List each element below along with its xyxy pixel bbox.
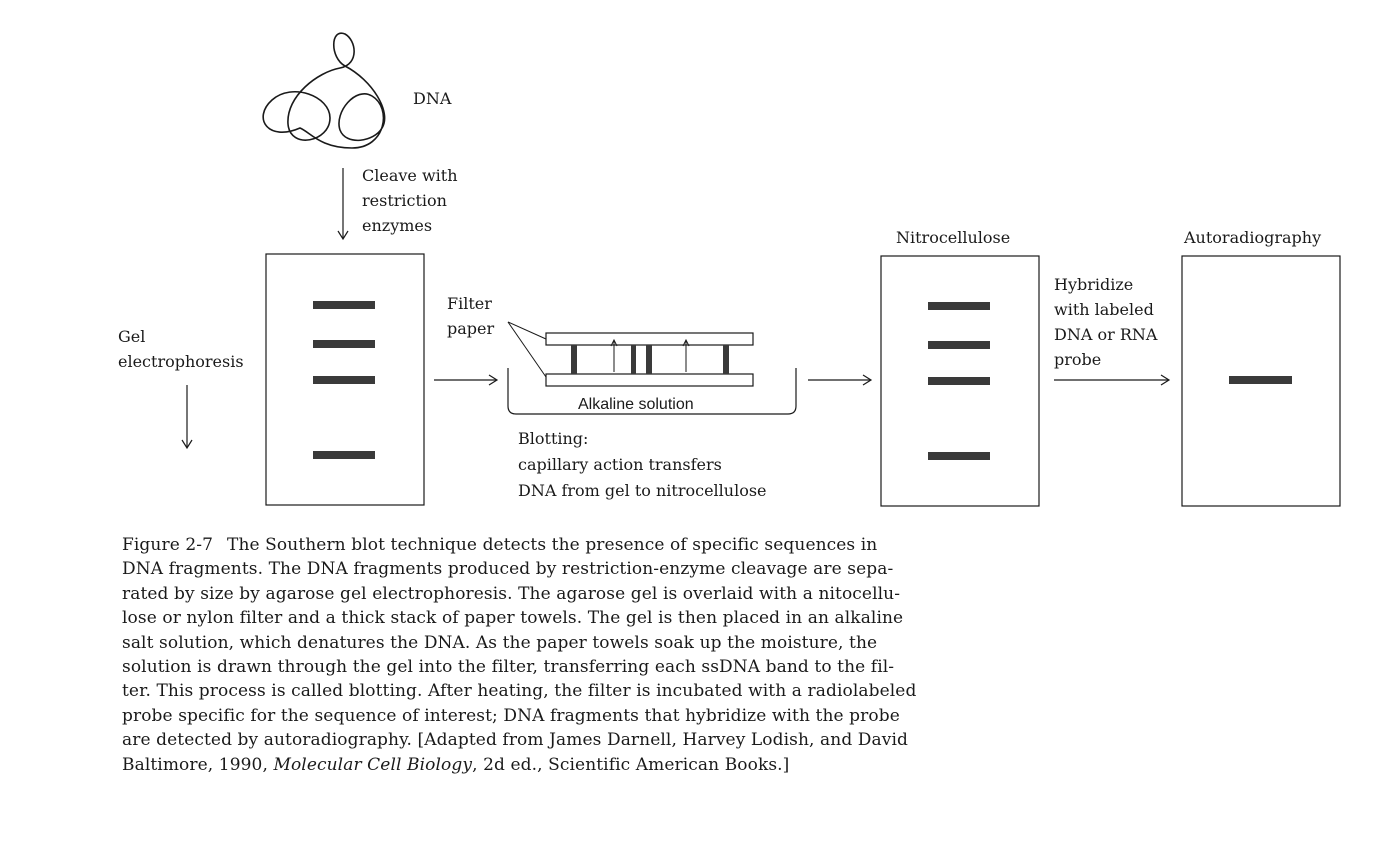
- gel-label-1: Gel: [118, 327, 145, 346]
- autoradiography-box: [1181, 255, 1341, 507]
- gel-box: [265, 253, 425, 506]
- cleave-label-1: Cleave with: [362, 166, 458, 185]
- caption-line: ter. This process is called blotting. Af…: [122, 681, 917, 702]
- caption-line: lose or nylon filter and a thick stack o…: [122, 608, 904, 629]
- caption-line: rated by size by agarose gel electrophor…: [122, 583, 901, 604]
- transfer-band: [631, 345, 636, 374]
- nitro-band: [928, 302, 990, 310]
- nitrocellulose-bands: [928, 302, 990, 460]
- transfer-band: [571, 345, 577, 374]
- filter-label-1: Filter: [447, 294, 492, 313]
- blotting-apparatus: [507, 332, 797, 415]
- hybridize-label-4: probe: [1054, 350, 1101, 369]
- book-title: Molecular Cell Biology: [273, 754, 473, 775]
- nitro-band: [928, 377, 990, 385]
- autoradiography-band: [1229, 376, 1292, 384]
- gel-down-arrow: [181, 385, 193, 450]
- nitrocellulose-title: Nitrocellulose: [896, 228, 1010, 247]
- alkaline-label: Alkaline solution: [578, 396, 694, 413]
- dna-coil: [262, 32, 386, 149]
- autoradiography-title: Autoradiography: [1183, 228, 1321, 247]
- caption-line: salt solution, which denatures the DNA. …: [122, 632, 878, 653]
- gel-bands: [313, 301, 375, 459]
- filter-paper-bottom: [545, 373, 754, 387]
- arrow-to-blotting: [434, 374, 499, 386]
- nitro-band: [928, 452, 990, 460]
- blotting-label-3: DNA from gel to nitrocellulose: [518, 481, 767, 500]
- blotting-label-1: Blotting:: [518, 429, 588, 448]
- cleave-arrow: [337, 168, 349, 241]
- blotting-label-2: capillary action transfers: [518, 455, 722, 474]
- cleave-label-3: enzymes: [362, 216, 432, 235]
- hybridize-label-1: Hybridize: [1054, 275, 1133, 294]
- gel-label-2: electrophoresis: [118, 352, 244, 371]
- gel-band: [313, 451, 375, 459]
- gel-band: [313, 301, 375, 309]
- filter-paper-top: [545, 332, 754, 346]
- hybridize-label-3: DNA or RNA: [1054, 325, 1158, 344]
- caption-line: solution is drawn through the gel into t…: [122, 657, 895, 678]
- alkaline-tray: [507, 368, 797, 415]
- caption-line: are detected by autoradiography. [Adapte…: [122, 730, 908, 751]
- dna-label: DNA: [413, 89, 452, 108]
- arrow-to-autoradiography: [1054, 374, 1171, 386]
- cleave-label-2: restriction: [362, 191, 447, 210]
- filter-pointers: [507, 321, 547, 378]
- southern-blot-diagram: DNA Cleave with restriction enzymes Gel …: [118, 32, 1341, 507]
- nitrocellulose-box: [880, 255, 1040, 507]
- caption-line: DNA fragments. The DNA fragments produce…: [122, 559, 894, 580]
- transfer-bands: [571, 345, 729, 374]
- caption-line: Baltimore, 1990, Molecular Cell Biology,…: [122, 754, 790, 775]
- arrow-to-nitrocellulose: [808, 374, 873, 386]
- gel-band: [313, 376, 375, 384]
- filter-label-2: paper: [447, 319, 494, 338]
- capillary-arrows: [610, 338, 690, 372]
- nitro-band: [928, 341, 990, 349]
- transfer-band: [646, 345, 652, 374]
- figure-label: Figure 2-7: [122, 535, 214, 555]
- caption-line: probe specific for the sequence of inter…: [122, 705, 900, 726]
- hybridize-label-2: with labeled: [1054, 300, 1154, 319]
- gel-band: [313, 340, 375, 348]
- transfer-band: [723, 345, 729, 374]
